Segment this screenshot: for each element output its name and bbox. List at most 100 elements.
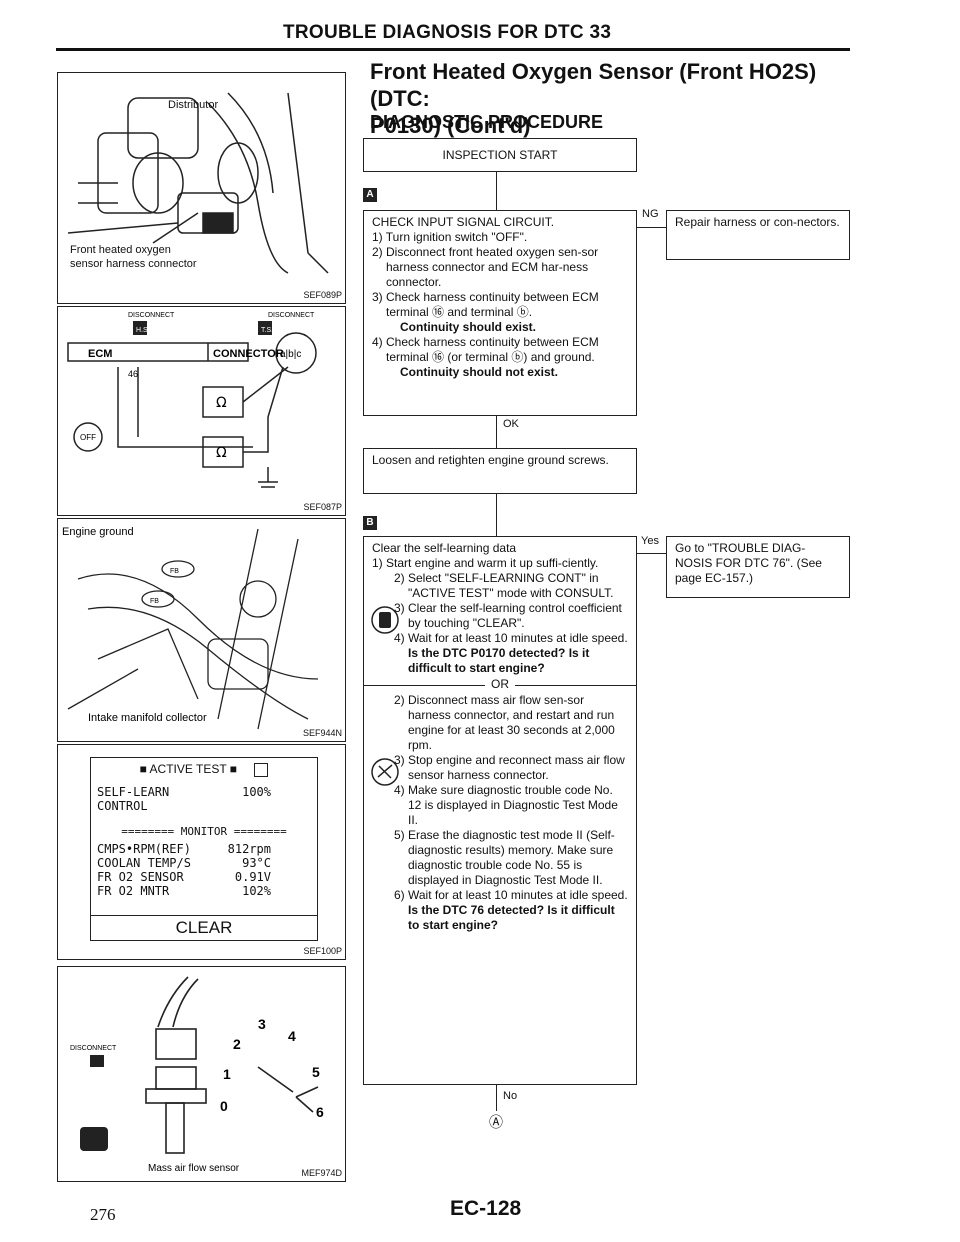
- monitor-row: FR O2 MNTR 102%: [97, 884, 311, 898]
- monitor-value: 93°C: [242, 855, 271, 870]
- section-header: TROUBLE DIAGNOSIS FOR DTC 33: [283, 22, 612, 43]
- ecm-label: ECM: [88, 348, 112, 360]
- check-input-box: CHECK INPUT SIGNAL CIRCUIT. 1) Turn igni…: [363, 210, 637, 416]
- disconnect-label-1: DISCONNECT: [128, 312, 175, 319]
- clear-step: 1) Start engine and warm it up suffi-cie…: [372, 556, 599, 570]
- clear-step: 2) Disconnect mass air flow sen-sor harn…: [394, 693, 615, 752]
- monitor-value: 0.91V: [234, 869, 271, 884]
- figure-consult-screen: ■ ACTIVE TEST ■ SELF-LEARN 100% CONTROL …: [57, 744, 346, 960]
- check-result: Continuity should exist.: [400, 320, 537, 334]
- self-learn-row: SELF-LEARN 100%: [97, 785, 311, 799]
- monitor-row: CMPS•RPM(REF)812rpm: [97, 842, 311, 856]
- fb-label-1: FB: [170, 568, 179, 575]
- monitor-row: FR O2 SENSOR 0.91V: [97, 870, 311, 884]
- checkbox-icon[interactable]: [254, 762, 269, 777]
- distributor-illustration: Distributor Front heated oxygen sensor h…: [67, 92, 329, 274]
- clear-step: 3) Clear the self-learning control coeff…: [394, 601, 622, 630]
- label-intake-collector: Intake manifold collector: [88, 712, 207, 724]
- yes-arrow: [637, 553, 666, 555]
- disconnect-label: DISCONNECT: [70, 1045, 117, 1052]
- header-rule: [56, 48, 850, 51]
- ok-label: OK: [503, 418, 519, 430]
- clear-step: 3) Stop engine and reconnect mass air fl…: [394, 753, 625, 782]
- clear-title: Clear the self-learning data: [372, 541, 517, 555]
- monitor-key: FR O2 SENSOR: [97, 869, 184, 884]
- clear-learning-box: Clear the self-learning data 1) Start en…: [363, 536, 637, 1085]
- gauge-4: 4: [288, 1028, 296, 1044]
- self-learn-value: 100%: [242, 784, 271, 799]
- yes-label: Yes: [641, 535, 659, 547]
- check-step: 4) Check harness continuity between ECM …: [372, 335, 599, 364]
- control-label: CONTROL: [97, 798, 148, 813]
- monitor-divider: ======== MONITOR ========: [121, 824, 287, 838]
- or-label: OR: [485, 677, 515, 691]
- clear-step: 4) Wait for at least 10 minutes at idle …: [394, 631, 628, 645]
- repair-box: Repair harness or con-nectors.: [666, 210, 850, 260]
- figure-code: SEF100P: [303, 946, 342, 956]
- figure-code: SEF089P: [303, 290, 342, 300]
- monitor-value: 102%: [242, 883, 271, 898]
- alt-steps: 2) Disconnect mass air flow sen-sor harn…: [372, 693, 628, 933]
- check-steps: 1) Turn ignition switch "OFF". 2) Discon…: [372, 230, 628, 380]
- continuity-diagram: DISCONNECT DISCONNECT H.S. T.S. ECM CONN…: [67, 312, 317, 488]
- no-label: No: [503, 1090, 518, 1102]
- monitor-row: COOLAN TEMP/S 93°C: [97, 856, 311, 870]
- title-line-2: P0130) (Cont'd): [370, 113, 531, 138]
- label-distributor: Distributor: [168, 99, 218, 111]
- clear-button[interactable]: CLEAR: [91, 915, 317, 940]
- goto-box: Go to "TROUBLE DIAG-NOSIS FOR DTC 76". (…: [666, 536, 850, 598]
- ng-arrow: [637, 227, 666, 229]
- consult-header: ■ ACTIVE TEST ■: [91, 762, 317, 777]
- check-step: 1) Turn ignition switch "OFF".: [372, 230, 528, 244]
- label-sensor-1: Front heated oxygen: [70, 244, 171, 256]
- flow-connector: [496, 172, 498, 210]
- step-badge-flow-b: B: [363, 516, 377, 530]
- gauge-3: 3: [258, 1016, 266, 1032]
- figure-distributor: Distributor Front heated oxygen sensor h…: [57, 72, 346, 304]
- ohm-label-1: Ω: [216, 395, 227, 411]
- maf-illustration: DISCONNECT 0 1 2 3 4 5 6 Mass air flow s…: [70, 976, 324, 1174]
- flow-connector: [496, 494, 498, 536]
- inspection-start-box: INSPECTION START: [363, 138, 637, 172]
- active-test-label: ACTIVE TEST: [149, 762, 227, 776]
- ts-label: T.S.: [261, 327, 273, 334]
- self-learn-label: SELF-LEARN: [97, 784, 170, 799]
- fb-label-2: FB: [150, 598, 159, 605]
- clear-step: 4) Make sure diagnostic trouble code No.…: [394, 783, 618, 827]
- figure-code: SEF944N: [302, 728, 342, 738]
- loosen-box: Loosen and retighten engine ground screw…: [363, 448, 637, 494]
- clear-question: Is the DTC 76 detected? Is it difficult …: [408, 903, 615, 932]
- label-engine-ground: Engine ground: [62, 526, 134, 538]
- gauge-2: 2: [233, 1036, 241, 1052]
- figure-code: MEF974D: [301, 1168, 342, 1178]
- gauge-5: 5: [312, 1064, 320, 1080]
- clear-steps: 1) Start engine and warm it up suffi-cie…: [372, 556, 628, 571]
- clear-step: 5) Erase the diagnostic test mode II (Se…: [394, 828, 615, 887]
- clear-question: Is the DTC P0170 detected? Is it difficu…: [408, 646, 590, 675]
- check-result: Continuity should not exist.: [400, 365, 558, 379]
- next-marker: Ⓐ: [489, 1114, 503, 1130]
- clear-step: 6) Wait for at least 10 minutes at idle …: [394, 888, 628, 902]
- pin-label: 46: [128, 369, 138, 379]
- page-code: EC-128: [450, 1197, 522, 1220]
- check-step: 2) Disconnect front heated oxygen sen-so…: [372, 245, 599, 289]
- consult-display: ■ ACTIVE TEST ■ SELF-LEARN 100% CONTROL …: [90, 757, 318, 941]
- monitor-key: COOLAN TEMP/S: [97, 855, 191, 870]
- page-title: Front Heated Oxygen Sensor (Front HO2S) …: [370, 58, 870, 139]
- step-badge-flow-a: A: [363, 188, 377, 202]
- check-step: 3) Check harness continuity between ECM …: [372, 290, 599, 319]
- connector-label: CONNECTOR: [213, 348, 284, 360]
- figure-engine-ground: Engine ground FB FB Intake manifold coll…: [57, 518, 346, 742]
- engine-ground-illustration: Engine ground FB FB Intake manifold coll…: [62, 526, 319, 730]
- consult-steps: 2) Select "SELF-LEARNING CONT" in "ACTIV…: [372, 571, 628, 676]
- figure-continuity: DISCONNECT DISCONNECT H.S. T.S. ECM CONN…: [57, 306, 346, 516]
- no-tools-icon: [371, 758, 399, 786]
- monitor-key: CMPS•RPM(REF): [97, 841, 191, 856]
- flow-connector: [496, 1085, 498, 1111]
- monitor-key: FR O2 MNTR: [97, 883, 170, 898]
- ng-label: NG: [642, 208, 659, 220]
- gauge-6: 6: [316, 1104, 324, 1120]
- or-divider: OR: [364, 677, 636, 692]
- figure-maf-sensor: DISCONNECT 0 1 2 3 4 5 6 Mass air flow s…: [57, 966, 346, 1182]
